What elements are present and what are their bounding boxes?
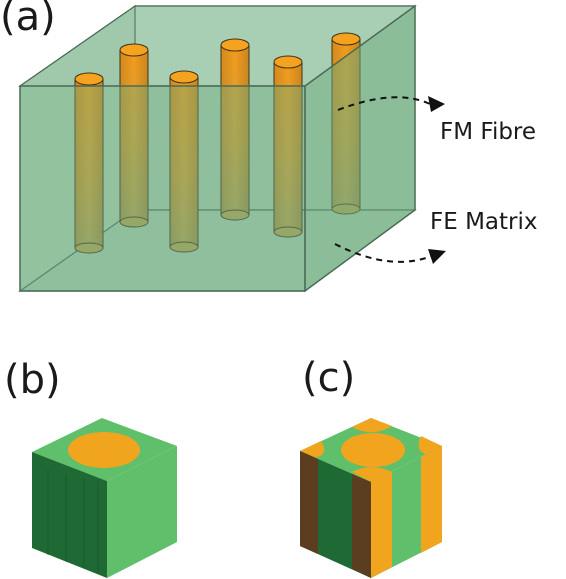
fibre-5 (273, 55, 303, 238)
fibre-arrow (337, 96, 445, 112)
fibre-2 (119, 43, 149, 228)
panel-b: (b) (4, 357, 177, 578)
matrix-arrow (334, 243, 446, 264)
fibre-3 (169, 70, 199, 253)
cube-c-top-corner-back (352, 418, 392, 433)
panel-c-label: (c) (302, 355, 355, 401)
panel-b-label: (b) (4, 357, 61, 403)
panel-c: (c) (300, 355, 442, 578)
matrix-right-face (304, 4, 416, 293)
fibre-label: FM Fibre (440, 119, 536, 145)
matrix-label: FE Matrix (430, 209, 538, 235)
panel-a: (a) (0, 0, 538, 293)
cube-b-striations (47, 470, 99, 573)
cube-c-top-corner-front (352, 467, 392, 482)
cube-c-top-center-fibre (341, 433, 405, 467)
cube-c-right-orange-stripe-2 (421, 446, 442, 553)
cube-c-left-brown-stripe-2 (352, 474, 371, 578)
cube-c-right-orange-stripe-1 (371, 471, 392, 578)
cube-b-left-face (32, 452, 107, 578)
cube-b-top-fibre (68, 432, 140, 468)
cube-c-top-corner-right (418, 436, 442, 455)
cube-c-left-brown-stripe-1 (300, 451, 318, 554)
matrix-front-face (19, 85, 306, 292)
fibre-1 (74, 72, 104, 254)
fibre-4 (220, 38, 250, 221)
panel-a-label: (a) (0, 0, 56, 40)
cube-b-right-face (107, 446, 177, 578)
